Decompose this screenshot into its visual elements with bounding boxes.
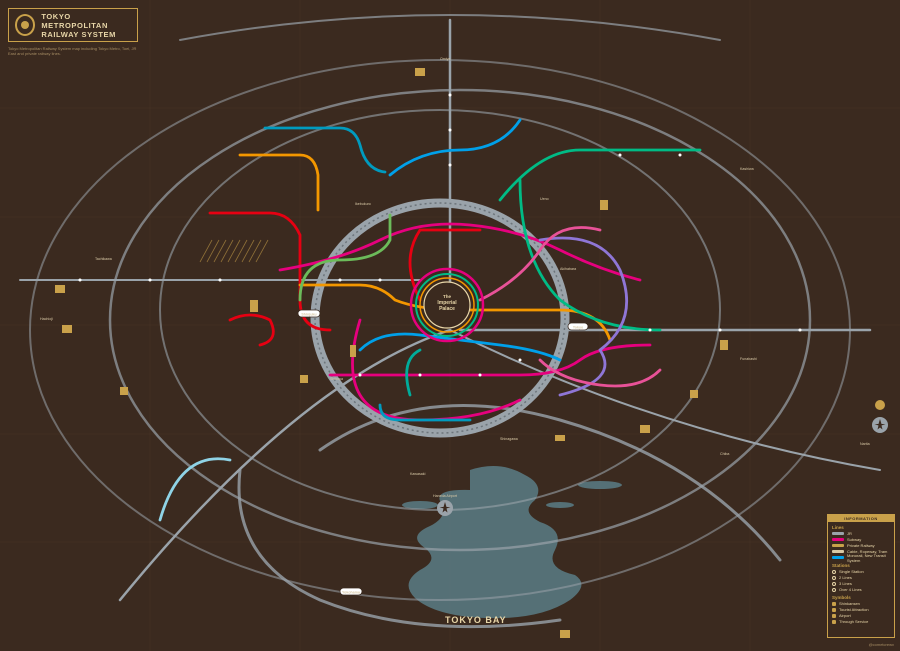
palace-label-3: Palace (439, 306, 455, 312)
legend-line-swatch (832, 532, 844, 535)
legend-line-label: Monorail, New Transit System (847, 552, 886, 563)
credit: @cometcrewv (868, 642, 894, 647)
title-line-1: TOKYO METROPOLITAN (41, 11, 108, 30)
station-shinjuku: Shinjuku (301, 313, 316, 317)
station-omiya: Omiya (440, 57, 450, 61)
symbol-icon (832, 619, 836, 624)
station-shinagawa: Shinagawa (500, 437, 518, 441)
imperial-palace (409, 267, 485, 343)
legend-line-item: Cable, Ropeway, Tram (832, 549, 890, 554)
legend-stations-item: 2 Lines (832, 575, 890, 580)
legend-symbols-label: Airport (839, 613, 851, 618)
station-dots (78, 93, 802, 377)
station-kawasaki: Kawasaki (410, 472, 426, 476)
legend-stations-title: Stations (832, 563, 850, 568)
station-shibuya: Shibuya (330, 377, 343, 381)
legend-symbols-title: Symbols (832, 595, 851, 600)
legend-symbols-label: Through Service (839, 619, 869, 624)
legend-symbols-item: Tourist Attraction (832, 607, 890, 612)
station-hachioji: Hachioji (40, 317, 53, 321)
legend-stations-label: 2 Lines (839, 575, 852, 580)
subway-lines (158, 118, 702, 522)
legend-line-label: JR (847, 531, 852, 536)
legend-line-swatch (832, 550, 844, 553)
symbol-icon (832, 601, 836, 606)
legend-symbols-item: Through Service (832, 619, 890, 624)
station-akihabara: Akihabara (560, 267, 576, 271)
symbol-icon (832, 613, 836, 618)
station-yokohama: Yokohama (342, 591, 361, 595)
legend-symbols-item: Shinkansen (832, 601, 890, 606)
legend-line-label: Private Railway (847, 543, 875, 548)
station-narita: Narita (860, 442, 870, 446)
legend-line-item: JR (832, 531, 890, 536)
legend-header: INFORMATION (828, 515, 894, 522)
legend-line-item: Monorail, New Transit System (832, 552, 890, 563)
narita-airport-icon (872, 400, 888, 433)
title-text: TOKYO METROPOLITAN RAILWAY SYSTEM (41, 12, 131, 39)
legend-line-label: Subway (847, 537, 862, 542)
legend-line-swatch (832, 544, 844, 547)
legend-stations-item: Over 4 Lines (832, 587, 890, 592)
map-title: TOKYO METROPOLITAN RAILWAY SYSTEM (8, 8, 138, 42)
title-line-2: RAILWAY SYSTEM (41, 29, 116, 39)
station-tachikawa: Tachikawa (95, 257, 112, 261)
major-station-markers (297, 309, 589, 596)
station-tokyo: Tokyo (573, 326, 584, 330)
airport-label: Haneda Airport (433, 494, 457, 498)
legend-lines-title: Lines (832, 525, 844, 530)
hatch-area (199, 239, 269, 263)
palace-label-2: Imperial (437, 300, 457, 306)
legend-symbols-item: Airport (832, 613, 890, 618)
legend-stations-item: Single Station (832, 569, 890, 574)
legend-stations-label: Single Station (839, 569, 864, 574)
station-ueno: Ueno (540, 197, 549, 201)
station-labels: Ikebukuro Shinagawa Ueno Shibuya Akihaba… (40, 57, 870, 476)
station-dot-icon (832, 575, 836, 580)
station-ikebukuro: Ikebukuro (355, 202, 371, 206)
station-chiba: Chiba (720, 452, 729, 456)
legend-stations-item: 3 Lines (832, 581, 890, 586)
legend-line-item: Subway (832, 537, 890, 542)
tokyo-bay-label: TOKYO BAY (445, 615, 507, 625)
landmark-icons (55, 68, 728, 638)
station-dot-icon (832, 587, 836, 592)
legend-symbols-label: Shinkansen (839, 601, 860, 606)
station-dot-icon (832, 569, 836, 574)
station-funabashi: Funabashi (740, 357, 757, 361)
yamanote-ring (310, 198, 570, 438)
legend-line-swatch (832, 556, 844, 559)
legend-symbols-label: Tourist Attraction (839, 607, 869, 612)
haneda-airport-icon (437, 500, 453, 516)
railway-logo-icon (15, 14, 36, 36)
station-dot-icon (832, 581, 836, 586)
legend-line-label: Cable, Ropeway, Tram (847, 549, 888, 554)
legend-line-swatch (832, 538, 844, 541)
legend-stations-label: Over 4 Lines (839, 587, 862, 592)
station-kashiwa: Kashiwa (740, 167, 754, 171)
legend-stations-label: 3 Lines (839, 581, 852, 586)
legend-line-item: Private Railway (832, 543, 890, 548)
map-subtitle: Tokyo Metropolitan Railway System map in… (8, 46, 137, 56)
palace-label-1: The (443, 294, 451, 299)
symbol-icon (832, 607, 836, 612)
